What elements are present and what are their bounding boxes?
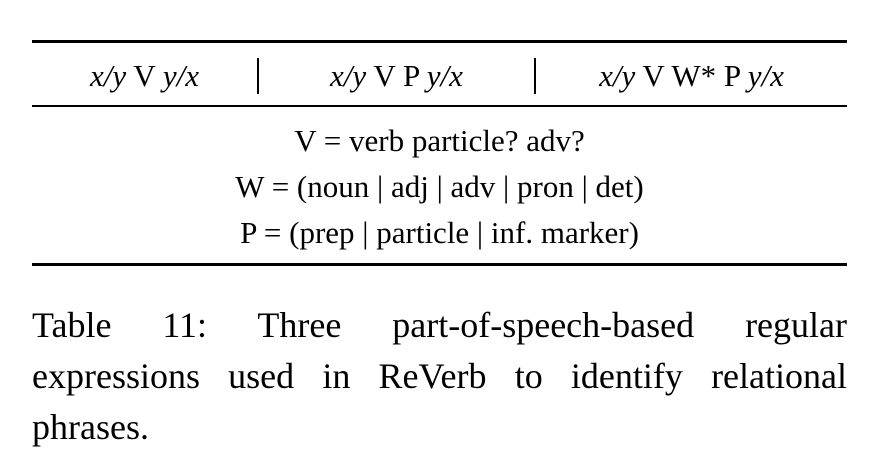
header-pattern: V P (366, 58, 427, 93)
header-x-y: x/y (89, 58, 127, 93)
header-x-y: x/y (330, 58, 367, 93)
table-body: V = verb particle? adv? W = (noun | adj … (32, 118, 847, 256)
header-y-x: y/x (162, 58, 200, 93)
table-row: V = verb particle? adv? (294, 123, 585, 158)
top-rule (32, 40, 847, 43)
bottom-rule (32, 263, 847, 266)
column-separator (534, 58, 536, 94)
header-pattern: V W* P (635, 58, 748, 93)
mid-rule (32, 105, 847, 107)
header-pattern: V (126, 58, 163, 93)
header-cell-2: x/y V P y/x (259, 58, 534, 94)
table-row: W = (noun | adj | adv | pron | det) (235, 169, 644, 204)
column-separator (257, 58, 259, 94)
table-row: P = (prep | particle | inf. marker) (240, 215, 639, 250)
table-caption: Table 11: Three part-of-speech-based reg… (32, 305, 847, 447)
header-cell-3: x/y V W* P y/x (536, 58, 847, 94)
header-cell-1: x/y V y/x (32, 58, 257, 94)
header-y-x: y/x (747, 58, 784, 93)
header-x-y: x/y (599, 58, 636, 93)
header-y-x: y/x (426, 58, 463, 93)
table-header-row: x/y V y/x x/y V P y/x x/y V W* P y/x (32, 54, 847, 98)
